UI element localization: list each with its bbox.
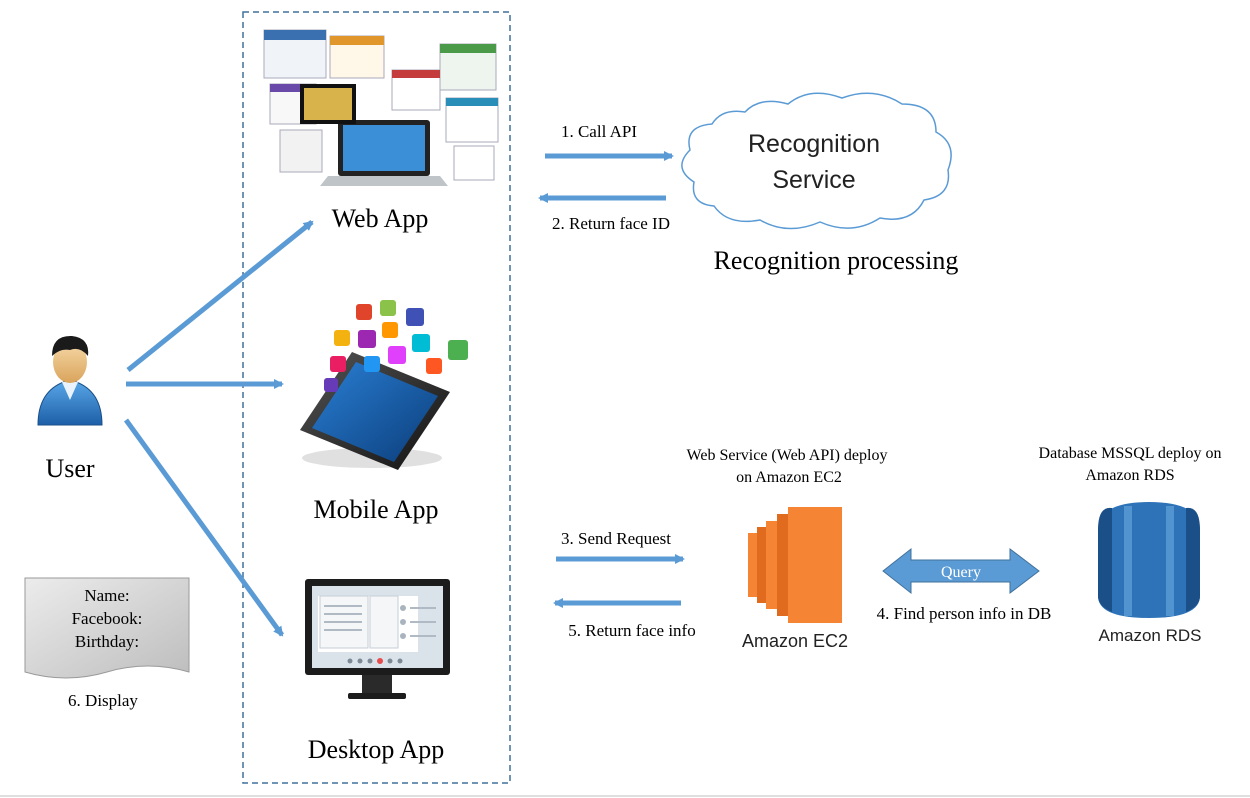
return-face-id-label: 2. Return face ID [552,214,670,233]
send-request-label: 3. Send Request [561,529,671,548]
database-caption-line1: Database MSSQL deploy on [1039,445,1222,462]
arrow-user-to-desktop [123,418,285,637]
desktop-app-label: Desktop App [308,735,445,764]
recognition-service-title-line2: Service [772,166,855,194]
app-tile-icon [364,356,380,372]
display-step-label: 6. Display [68,691,138,710]
webservice-caption-line1: Web Service (Web API) deploy [687,447,888,464]
app-tile-icon [406,308,424,326]
amazon-ec2-label: Amazon EC2 [742,631,848,651]
app-tile-icon [380,300,396,316]
mobile-app-label: Mobile App [314,495,439,524]
app-tile-icon [324,378,338,392]
app-tile-icon [356,304,372,320]
web-app-label: Web App [332,204,429,233]
recognition-cloud-shape [681,92,952,230]
app-tile-icon [358,330,376,348]
display-birthday-field: Birthday: [75,632,139,651]
webservice-caption-line2: on Amazon EC2 [736,469,842,486]
mobile-app-phone-icon [300,300,468,470]
arrow-user-to-web [126,220,314,372]
query-double-arrow [882,547,1040,595]
app-tile-icon [426,358,442,374]
app-tile-icon [330,356,346,372]
amazon-rds-label: Amazon RDS [1099,626,1202,645]
app-tile-icon [412,334,430,352]
apps-container-dashed [242,11,511,784]
amazon-ec2-icon [748,507,842,623]
display-card-shape [24,577,190,679]
app-tile-icon [448,340,468,360]
desktop-monitor-icon [305,579,450,699]
return-face-info-label: 5. Return face info [568,621,695,640]
database-caption-line2: Amazon RDS [1085,467,1174,484]
user-person-icon [37,335,103,426]
find-person-label: 4. Find person info in DB [877,604,1052,623]
app-tile-icon [334,330,350,346]
display-name-field: Name: [84,586,129,605]
web-app-collage-icon [263,29,499,186]
app-tile-icon [382,322,398,338]
app-tile-icon [388,346,406,364]
recognition-service-title-line1: Recognition [748,130,880,158]
recognition-processing-caption: Recognition processing [714,246,959,275]
user-label: User [45,454,94,483]
call-api-label: 1. Call API [561,122,637,141]
amazon-rds-icon [1098,502,1200,618]
query-label: Query [941,564,981,581]
display-facebook-field: Facebook: [72,609,143,628]
